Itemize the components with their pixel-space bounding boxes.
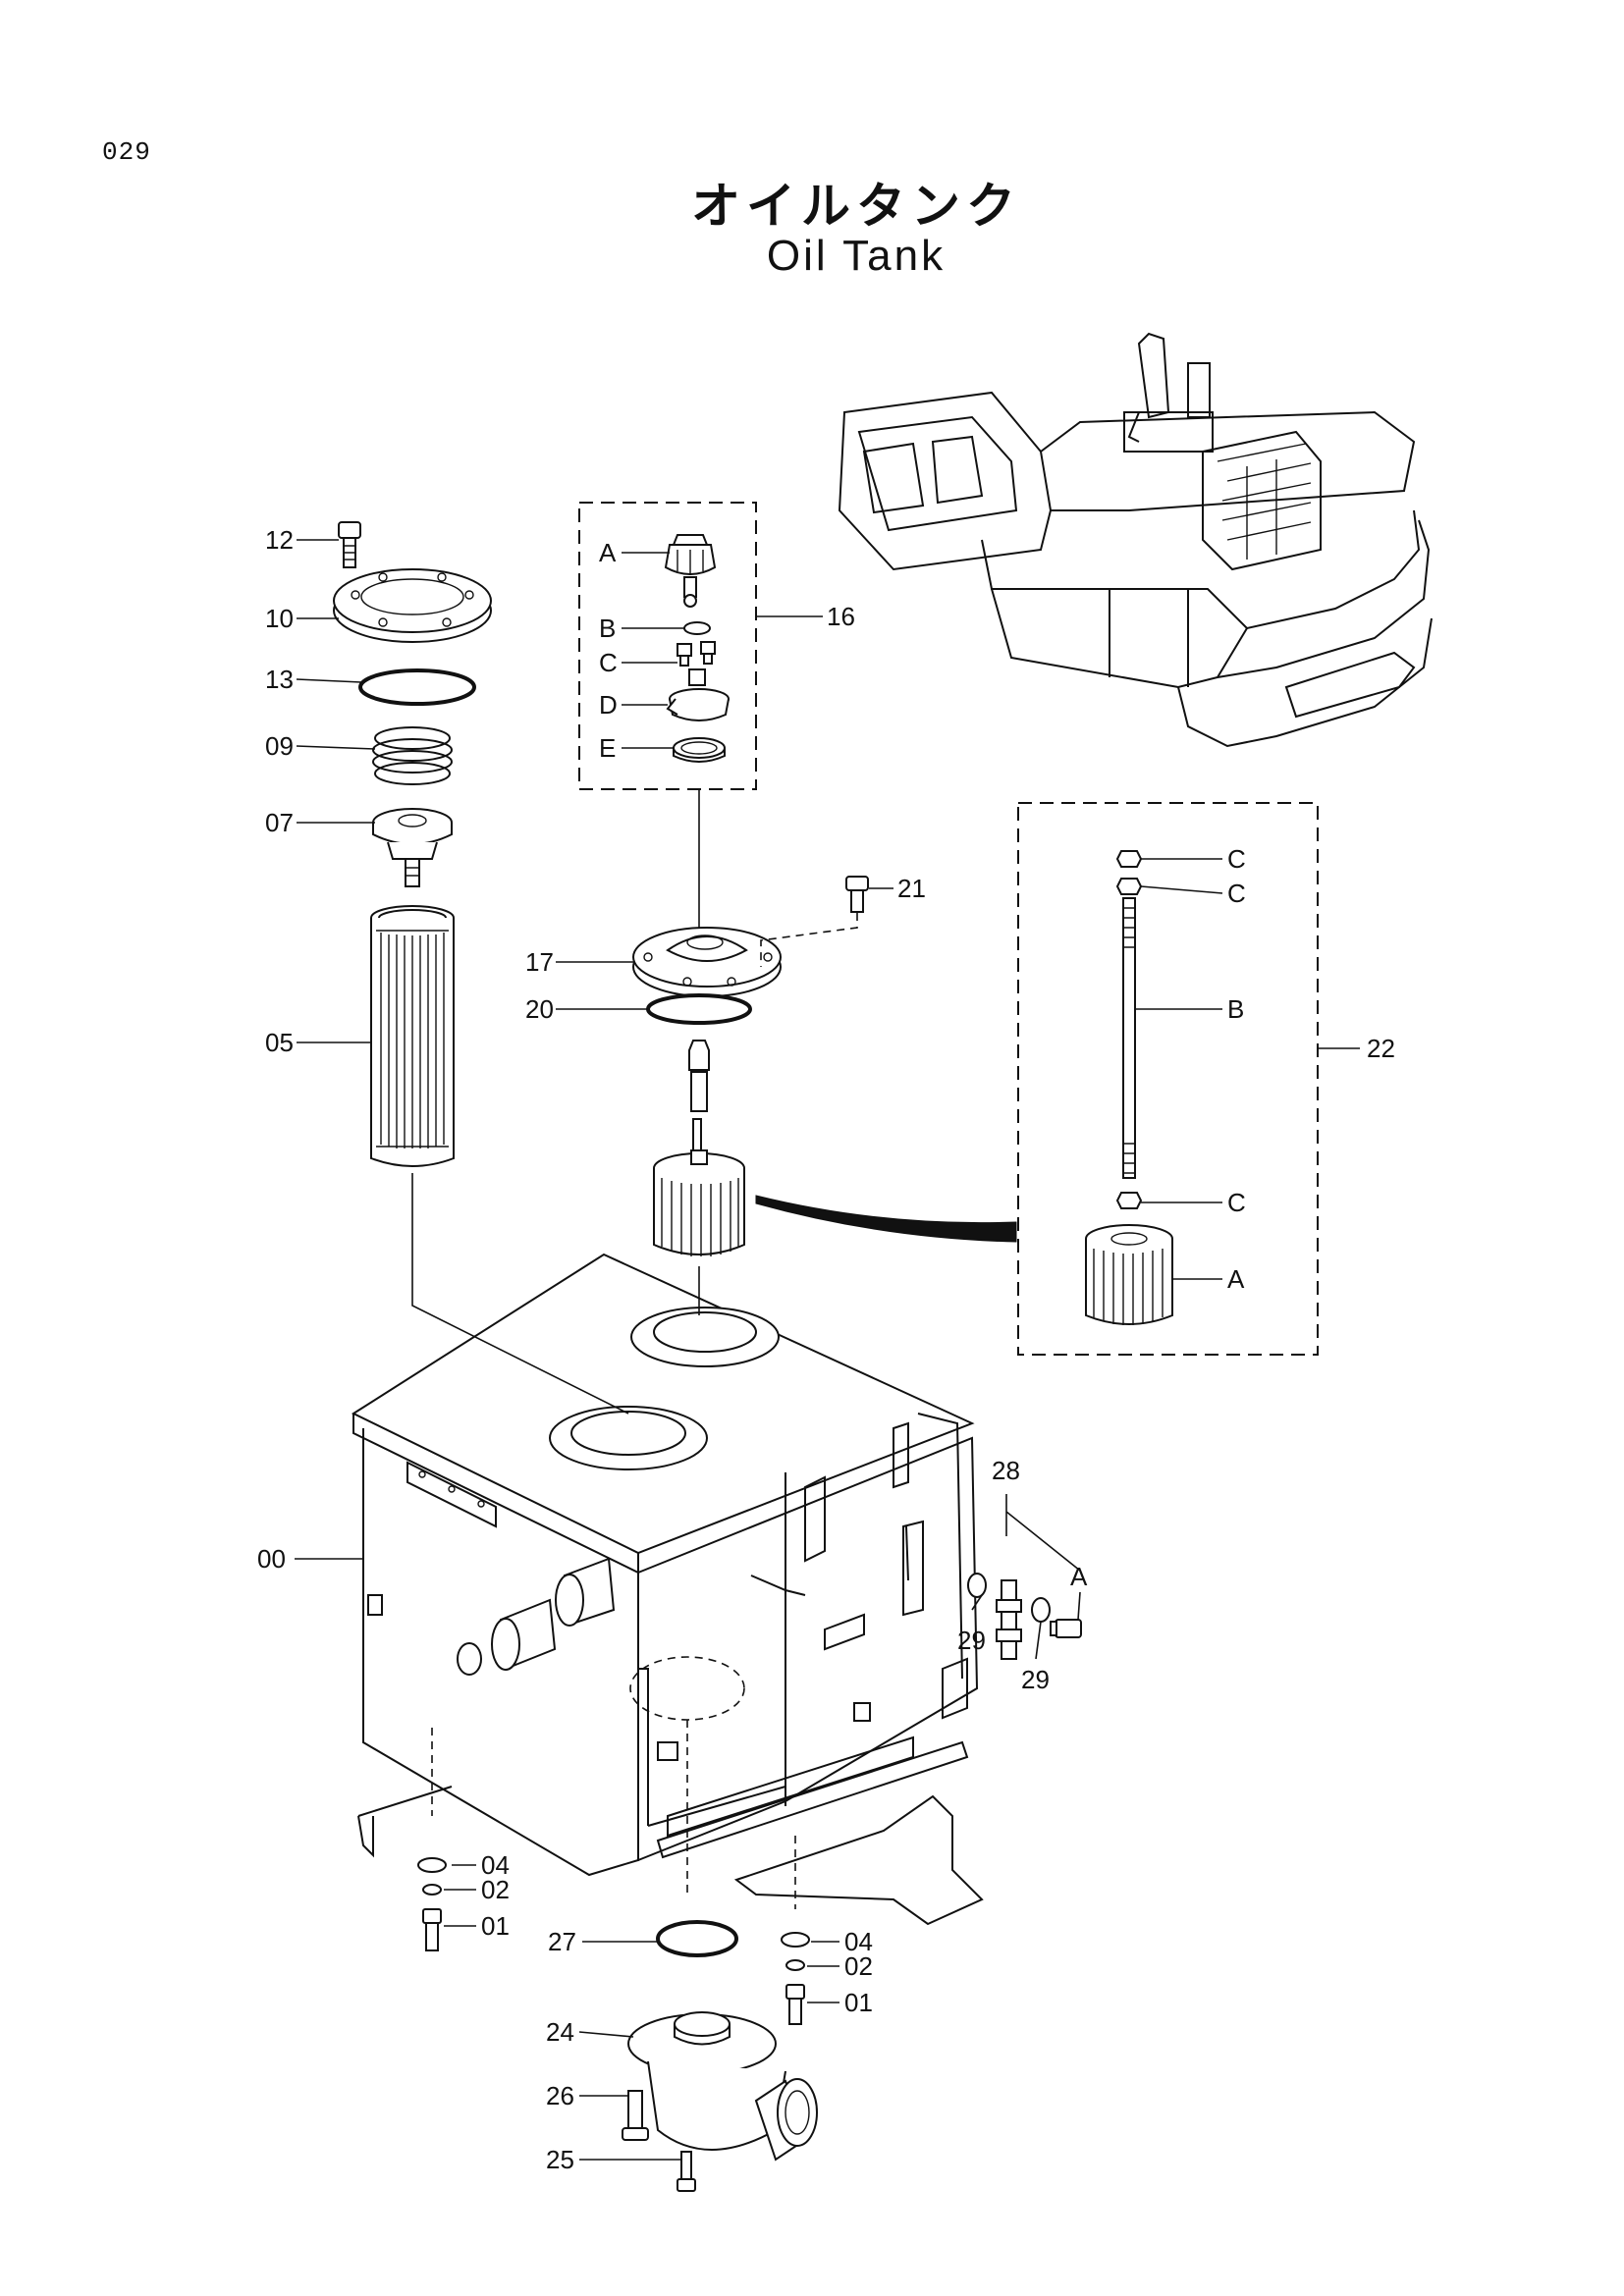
cover-10 [333, 568, 492, 643]
label-16-C: C [599, 648, 618, 677]
o-ring-27 [656, 1920, 738, 1957]
oil-tank-00 [351, 1253, 979, 1909]
label-02-right: 02 [844, 1951, 873, 1981]
clip-28 [905, 1525, 1082, 1660]
kit-22-box [1017, 802, 1319, 1356]
label-17: 17 [525, 947, 554, 977]
label-29-right: 29 [1021, 1665, 1050, 1694]
label-01-right: 01 [844, 1988, 873, 2017]
label-26: 26 [546, 2081, 574, 2110]
label-16-D: D [599, 690, 618, 720]
label-22-A: A [1227, 1264, 1245, 1294]
label-25: 25 [546, 2145, 574, 2174]
label-02-left: 02 [481, 1875, 510, 1904]
label-20: 20 [525, 994, 554, 1024]
detail-arrow [755, 1195, 1017, 1243]
label-12: 12 [265, 525, 294, 555]
bracket-right [733, 1794, 984, 1926]
label-07: 07 [265, 808, 294, 837]
label-24: 24 [546, 2017, 574, 2047]
suction-pipe-24 [627, 2011, 818, 2162]
label-21: 21 [897, 874, 926, 903]
title-english: Oil Tank [766, 232, 947, 280]
label-04-left: 04 [481, 1850, 510, 1880]
label-16-E: E [599, 733, 616, 763]
kit-16-box [578, 502, 757, 790]
element-05 [370, 905, 455, 1167]
label-28: 28 [992, 1456, 1020, 1485]
label-16-A: A [599, 538, 617, 567]
o-ring-13 [358, 668, 476, 706]
label-09: 09 [265, 731, 294, 761]
valve-07 [372, 808, 453, 887]
label-00: 00 [257, 1544, 286, 1574]
fasteners-left [417, 1857, 447, 1951]
bolt-25 [677, 2151, 696, 2192]
title-japanese: オイルタンク [691, 178, 1021, 235]
label-28-A: A [1070, 1562, 1088, 1591]
strainer [653, 1149, 745, 1256]
label-16: 16 [827, 602, 855, 631]
label-04-right: 04 [844, 1927, 873, 1956]
bolt-26 [622, 2090, 649, 2141]
o-ring-20 [646, 993, 752, 1025]
label-10: 10 [265, 604, 294, 633]
label-22-C1: C [1227, 844, 1246, 874]
excavator-overview [838, 332, 1433, 748]
fasteners-right [781, 1932, 810, 2025]
label-05: 05 [265, 1028, 294, 1057]
flange-17 [632, 927, 782, 997]
page-number: 029 [102, 137, 151, 167]
label-22-C2: C [1227, 879, 1246, 908]
bolt-21 [845, 876, 869, 913]
bolt-12 [338, 521, 361, 568]
label-16-B: B [599, 614, 616, 643]
bracket-left [357, 1786, 453, 1858]
label-22: 22 [1367, 1034, 1395, 1063]
label-01-left: 01 [481, 1911, 510, 1941]
label-22-C3: C [1227, 1188, 1246, 1217]
callout-labels: 12 10 13 09 07 05 A B C D E 16 21 17 20 … [257, 525, 1395, 2174]
spring-09 [372, 726, 453, 785]
leader-lines [295, 539, 1360, 2161]
label-22-B: B [1227, 994, 1244, 1024]
label-13: 13 [265, 665, 294, 694]
label-29-left: 29 [957, 1626, 986, 1655]
stem [688, 1040, 710, 1151]
label-27: 27 [548, 1927, 576, 1956]
